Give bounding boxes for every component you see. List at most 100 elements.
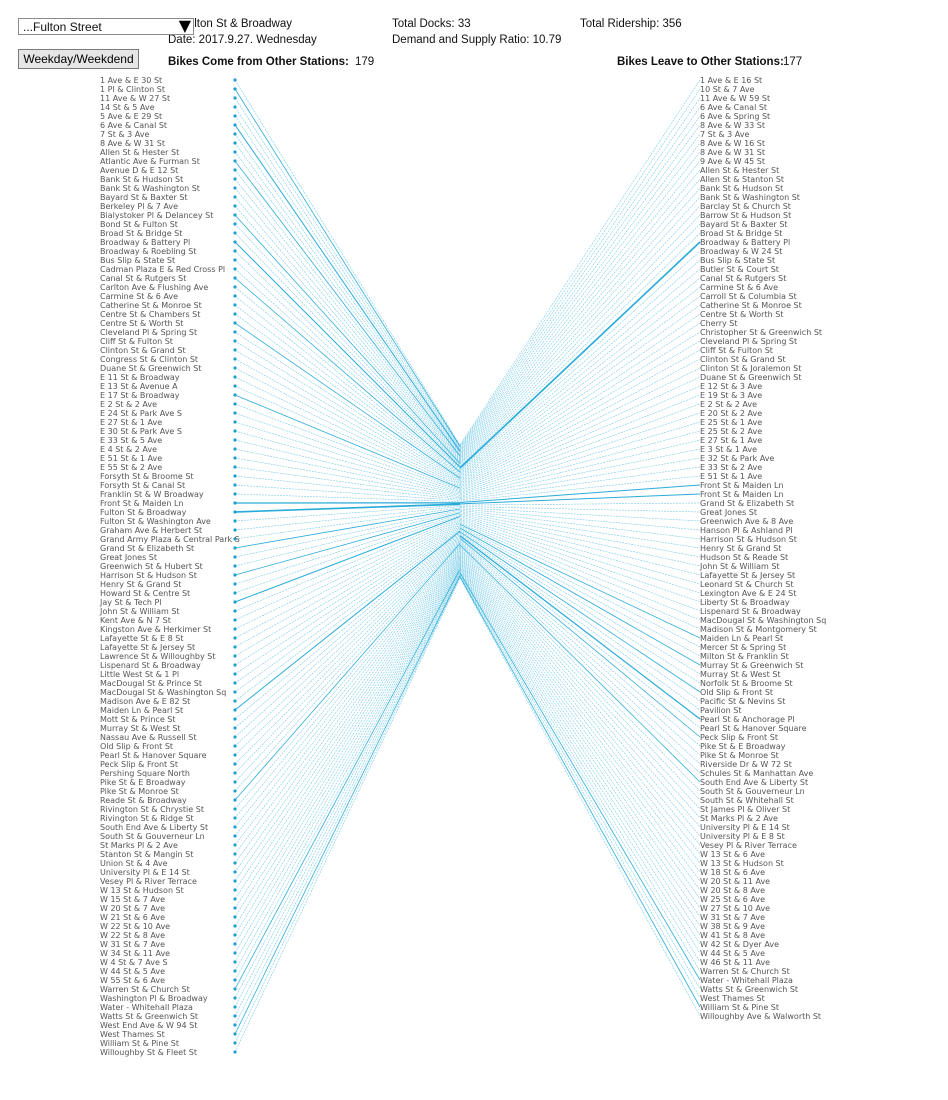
station-dot — [233, 915, 237, 919]
flow-line-out — [459, 509, 701, 540]
station-dot — [233, 105, 237, 109]
right-station-label: E 12 St & 3 Ave — [700, 382, 762, 391]
left-station-label: E 11 St & Broadway — [100, 373, 180, 382]
left-station-label: Cleveland Pl & Spring St — [100, 328, 197, 337]
leave-count: 177 — [783, 56, 803, 68]
left-station-label: Bank St & Hudson St — [100, 175, 183, 184]
flow-line-in — [234, 572, 461, 1017]
station-dot — [233, 1023, 237, 1027]
left-station-label: Stanton St & Mangin St — [100, 850, 193, 859]
flow-line-out — [459, 286, 701, 475]
right-station-label: E 51 St & 1 Ave — [700, 472, 762, 481]
station-select[interactable]: ...Fulton Street ▼ — [18, 16, 194, 35]
station-dot — [233, 582, 237, 586]
flow-line-in — [234, 544, 461, 810]
station-name: n: Fulton St & Broadway — [168, 18, 293, 30]
left-station-label: Fulton St & Broadway — [100, 508, 187, 517]
station-dot — [233, 573, 237, 577]
flow-line-out — [459, 529, 701, 675]
station-dot — [233, 807, 237, 811]
station-dot — [233, 429, 237, 433]
flow-line-out — [459, 277, 701, 474]
flow-line-in — [234, 565, 461, 963]
flow-line-in — [234, 169, 461, 458]
right-station-label: E 25 St & 2 Ave — [700, 427, 762, 436]
left-station-label: 7 St & 3 Ave — [100, 130, 150, 139]
flow-line-out — [459, 214, 701, 465]
flow-line-in — [234, 439, 461, 495]
flow-line-out — [459, 250, 701, 470]
left-station-label: Carmine St & 6 Ave — [100, 292, 178, 301]
flow-line-in — [234, 511, 461, 567]
station-dot — [233, 951, 237, 955]
right-station-label: Milton St & Franklin St — [700, 652, 789, 661]
flow-line-in — [234, 358, 461, 484]
right-station-label: Barclay St & Church St — [700, 202, 791, 211]
right-station-label: Maiden Ln & Pearl St — [700, 634, 783, 643]
flow-line-out — [459, 558, 701, 882]
left-station-label: John St & William St — [99, 607, 180, 616]
right-station-label: W 44 St & 5 Ave — [700, 949, 765, 958]
station-dot — [233, 249, 237, 253]
flow-line-in — [234, 542, 461, 792]
flow-line-in — [234, 367, 461, 485]
right-station-label: Broad St & Bridge St — [700, 229, 782, 238]
right-station-label: W 38 St & 9 Ave — [700, 922, 765, 931]
flow-line-in — [234, 466, 461, 499]
station-dot — [233, 213, 237, 217]
right-station-label: Murray St & Greenwich St — [700, 661, 803, 670]
flow-line-out — [459, 304, 701, 478]
right-station-label: Riverside Dr & W 72 St — [700, 760, 792, 769]
left-station-label: Jay St & Tech Pl — [99, 598, 162, 607]
station-dot — [233, 294, 237, 298]
right-station-label: W 20 St & 11 Ave — [700, 877, 770, 886]
right-station-label: St Marks Pl & 2 Ave — [700, 814, 778, 823]
station-dot — [233, 447, 237, 451]
station-dot — [233, 924, 237, 928]
flow-line-out — [459, 241, 701, 469]
right-station-label: Norfolk St & Broome St — [700, 679, 793, 688]
flow-line-in — [234, 529, 461, 702]
right-station-label: William St & Pine St — [700, 1003, 779, 1012]
flow-line-out — [459, 515, 701, 576]
right-station-label: 9 Ave & W 45 St — [700, 157, 765, 166]
flow-line-out — [459, 475, 701, 502]
flow-line-in — [234, 286, 461, 474]
right-station-label: Willoughby Ave & Walworth St — [700, 1012, 821, 1021]
chevron-down-icon[interactable]: ▼ — [178, 16, 191, 35]
station-dot — [233, 564, 237, 568]
right-station-label: Leonard St & Church St — [700, 580, 793, 589]
left-station-label: Duane St & Greenwich St — [100, 364, 201, 373]
flow-line-out — [459, 535, 701, 720]
weekday-weekend-button[interactable]: Weekday/Weekdend — [18, 49, 139, 69]
flow-line-in — [234, 133, 461, 453]
flow-line-in — [234, 385, 461, 488]
flow-line-out — [459, 466, 701, 501]
left-station-label: MacDougal St & Washington Sq — [100, 688, 226, 697]
station-dot — [233, 231, 237, 235]
flow-line-out — [459, 545, 701, 792]
station-dot — [233, 519, 237, 523]
flow-line-in — [234, 421, 461, 493]
flow-line-out — [459, 566, 701, 936]
station-dot — [233, 627, 237, 631]
flow-line-in — [234, 533, 461, 729]
station-dot — [233, 645, 237, 649]
right-station-label: 8 Ave & W 16 St — [700, 139, 765, 148]
flow-line-in — [234, 259, 461, 470]
left-station-label: William St & Pine St — [100, 1039, 179, 1048]
station-select-value: ...Fulton Street — [23, 20, 102, 34]
station-dot — [233, 762, 237, 766]
flow-line-in — [234, 524, 461, 666]
station-dot — [233, 267, 237, 271]
right-station-label: Pacific St & Nevins St — [700, 697, 785, 706]
right-station-label: W 13 St & 6 Ave — [700, 850, 765, 859]
flow-line-in — [234, 97, 461, 448]
flow-line-out — [459, 513, 701, 567]
right-station-label: West Thames St — [700, 994, 765, 1003]
station-dot — [233, 474, 237, 478]
flow-line-in — [234, 550, 461, 855]
flow-line-in — [234, 551, 461, 864]
left-station-label: Willoughby St & Fleet St — [100, 1048, 197, 1057]
flow-line-in — [234, 526, 461, 675]
